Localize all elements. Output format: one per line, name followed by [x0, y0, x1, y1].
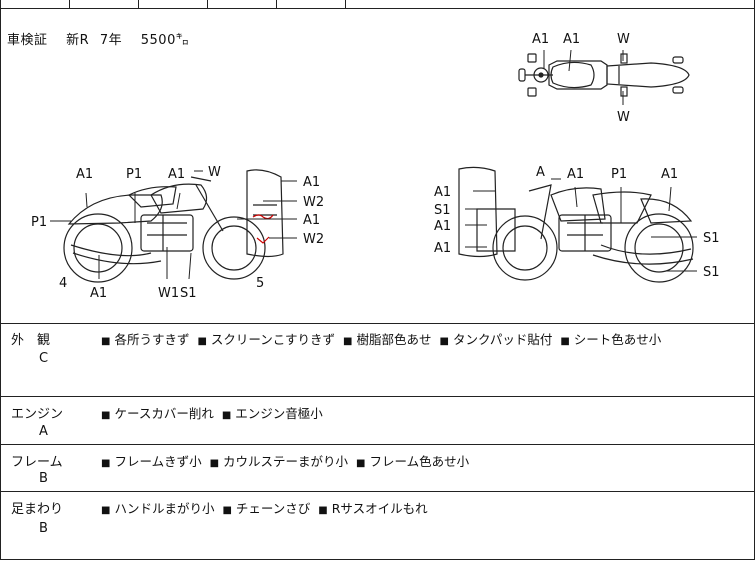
remarks-list: ■各所うすきず ■スクリーンこすりきず ■樹脂部色あせ ■タンクパッド貼付 ■シ…: [101, 329, 665, 348]
left-view-label: A1: [168, 167, 185, 182]
left-view-label: W1: [158, 286, 179, 301]
bullet-icon: ■: [209, 458, 220, 469]
left-view-label: A1: [303, 175, 320, 190]
grade-value: B: [39, 471, 48, 486]
remark-item: スクリーンこすりきず: [210, 332, 336, 347]
damage-diagram-area: 車検証 新R 7年 5500㌔: [1, 9, 754, 324]
bullet-icon: ■: [101, 505, 111, 516]
left-view-label: A1: [76, 167, 93, 182]
remark-item: エンジン音極小: [235, 406, 323, 421]
right-view-label: S1: [703, 265, 720, 280]
bullet-icon: ■: [439, 336, 449, 347]
grade-value: B: [39, 521, 48, 536]
top-view-label: W: [617, 110, 630, 125]
header-cell: [208, 0, 277, 8]
left-view-label: S1: [180, 286, 197, 301]
top-view-label: W: [617, 32, 630, 47]
header-cell: [277, 0, 346, 8]
right-view-label: A1: [661, 167, 678, 182]
right-view-label: A1: [567, 167, 584, 182]
bullet-icon: ■: [101, 458, 111, 469]
left-view-label: W2: [303, 232, 324, 247]
remark-item: 各所うすきず: [114, 332, 190, 347]
bullet-icon: ■: [101, 336, 111, 347]
remark-item: ハンドルまがり小: [114, 501, 215, 516]
left-view-label: P1: [126, 167, 142, 182]
remark-item: シート色あせ小: [573, 332, 662, 347]
header-cell: [1, 0, 70, 8]
left-view-label: A1: [90, 286, 107, 301]
top-view-motorcycle: [518, 49, 690, 105]
category-label: 外 観: [11, 333, 51, 348]
remark-item: チェーンさび: [235, 501, 311, 516]
remarks-list: ■フレームきず小 ■カウルステーまがり小 ■フレーム色あせ小: [101, 451, 473, 470]
remark-item: 樹脂部色あせ: [356, 332, 432, 347]
left-view-label: A1: [303, 213, 320, 228]
bullet-icon: ■: [221, 410, 232, 421]
registration-type: 新R: [66, 33, 90, 48]
left-view-label: 5: [256, 276, 264, 291]
left-view-label: W: [208, 165, 221, 180]
bullet-icon: ■: [343, 336, 353, 347]
left-view-label: 4: [59, 276, 67, 291]
category-label: エンジン: [11, 407, 64, 422]
right-view-label: A1: [434, 185, 451, 200]
remark-item: Rサスオイルもれ: [331, 501, 428, 516]
registration-mileage: 5500㌔: [140, 33, 190, 48]
inspection-row-suspension: 足まわり B ■ハンドルまがり小 ■チェーンさび ■Rサスオイルもれ: [1, 492, 754, 559]
remark-item: ケースカバー削れ: [114, 406, 214, 421]
remark-item: フレームきず小: [114, 454, 202, 469]
bullet-icon: ■: [560, 336, 570, 347]
inspection-row-exterior: 外 観 C ■各所うすきず ■スクリーンこすりきず ■樹脂部色あせ ■タンクパッ…: [1, 323, 754, 397]
top-view-label: A1: [532, 32, 549, 47]
category-label: フレーム: [11, 455, 63, 470]
bullet-icon: ■: [222, 505, 232, 516]
inspection-row-frame: フレーム B ■フレームきず小 ■カウルステーまがり小 ■フレーム色あせ小: [1, 445, 754, 492]
remark-item: フレーム色あせ小: [369, 454, 470, 469]
left-view-motorcycle: [50, 169, 297, 283]
left-view-label: W2: [303, 195, 324, 210]
inspection-row-engine: エンジン A ■ケースカバー削れ ■エンジン音極小: [1, 397, 754, 445]
remarks-list: ■ハンドルまがり小 ■チェーンさび ■Rサスオイルもれ: [101, 498, 432, 517]
grade-value: A: [39, 424, 48, 439]
motorcycle-damage-diagram: A1 A1 W W: [31, 32, 720, 301]
top-view-label: A1: [563, 32, 580, 47]
right-view-label: A: [536, 165, 545, 180]
bullet-icon: ■: [356, 458, 366, 469]
right-view-motorcycle: [458, 166, 697, 283]
header-cell: [70, 0, 139, 8]
registration-label: 車検証: [7, 33, 48, 48]
right-view-label: A1: [434, 219, 451, 234]
right-view-label: P1: [611, 167, 627, 182]
remarks-list: ■ケースカバー削れ ■エンジン音極小: [101, 403, 327, 422]
registration-info: 車検証 新R 7年 5500㌔: [7, 29, 203, 48]
left-view-label: P1: [31, 215, 47, 230]
right-view-label: S1: [434, 203, 451, 218]
remark-item: カウルステーまがり小: [223, 454, 349, 469]
header-strip: [1, 0, 754, 9]
grade-value: C: [39, 351, 49, 366]
remark-item: タンクパッド貼付: [452, 332, 553, 347]
registration-years: 7年: [99, 33, 123, 48]
right-view-label: S1: [703, 231, 720, 246]
header-cell: [139, 0, 208, 8]
right-view-label: A1: [434, 241, 451, 256]
bullet-icon: ■: [101, 410, 111, 421]
category-label: 足まわり: [11, 502, 64, 517]
bullet-icon: ■: [318, 505, 328, 516]
bullet-icon: ■: [197, 336, 207, 347]
